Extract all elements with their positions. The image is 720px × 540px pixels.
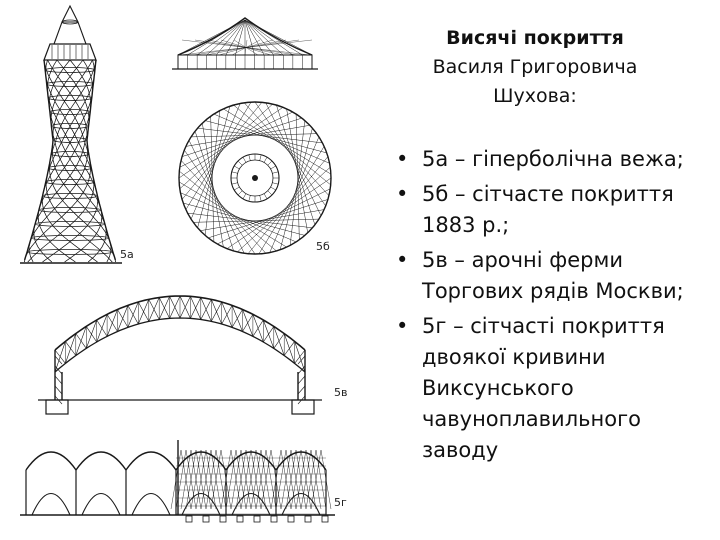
bullet-line: 5б – сітчасте покриття: [422, 182, 674, 206]
structures-illustration: 5a 5б 5в 5г: [20, 4, 347, 523]
bullet-line: Виксунського: [422, 376, 574, 400]
hyperboloid-tower-drawing: [20, 4, 122, 264]
bullet-line: 1883 р.;: [422, 213, 510, 237]
bullet-list: 5а – гіперболічна вежа; 5б – сітчасте по…: [392, 144, 712, 470]
bullet-item: 5б – сітчасте покриття 1883 р.;: [392, 179, 712, 241]
title-line-1: Висячі покриття: [446, 27, 624, 49]
bullet-item: 5в – арочні ферми Торгових рядів Москви;: [392, 245, 712, 307]
bullet-line: заводу: [422, 438, 499, 462]
label-5g: 5г: [334, 496, 347, 509]
bullet-item: 5а – гіперболічна вежа;: [392, 144, 712, 175]
arched-truss-drawing: [38, 295, 322, 415]
bullet-line: 5г – сітчасті покриття: [422, 314, 665, 338]
title-line-3: Шухова:: [493, 85, 577, 107]
label-5b: 5б: [316, 240, 330, 253]
shukhov-structures-figure: 5a 5б 5в 5г: [20, 4, 347, 523]
bullet-line: 5а – гіперболічна вежа;: [422, 147, 684, 171]
bullet-line: 5в – арочні ферми: [422, 248, 623, 272]
bullet-line: двоякої кривини: [422, 345, 606, 369]
double-curvature-vaults-drawing: [20, 440, 335, 523]
bullet-line: Торгових рядів Москви;: [422, 279, 684, 303]
slide-title: Висячі покриття Василя Григоровича Шухов…: [380, 24, 690, 111]
lattice-roof-plan-drawing: [178, 101, 332, 255]
title-line-2: Василя Григоровича: [432, 56, 638, 78]
tent-roof-elevation-drawing: [172, 17, 318, 70]
label-5v: 5в: [334, 386, 347, 399]
bullet-line: чавуноплавильного: [422, 407, 641, 431]
bullet-item: 5г – сітчасті покриття двоякої кривини В…: [392, 311, 712, 466]
label-5a: 5a: [120, 248, 134, 261]
